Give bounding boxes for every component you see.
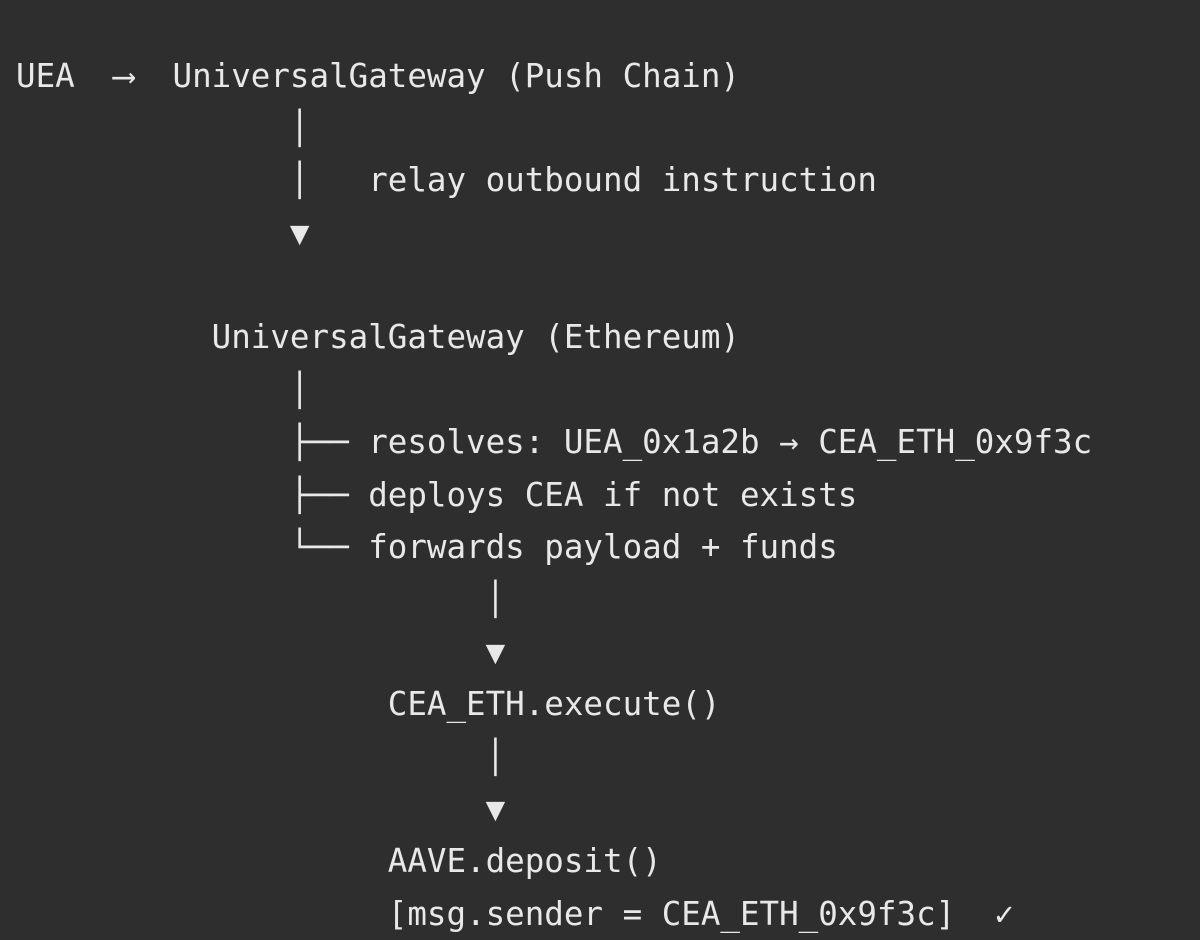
connector-arrowhead-3: ▼ xyxy=(16,789,506,828)
edge-label-relay-outbound: │ relay outbound instruction xyxy=(16,161,877,200)
branch-deploys: ├── deploys CEA if not exists xyxy=(16,475,858,514)
node-gateway-ethereum: UniversalGateway (Ethereum) xyxy=(16,318,740,357)
branch-resolves: ├── resolves: UEA_0x1a2b → CEA_ETH_0x9f3… xyxy=(16,423,1093,462)
ascii-flow-diagram: UEA ⟶ UniversalGateway (Push Chain) │ │ … xyxy=(0,32,1200,933)
node-msg-sender-assertion: [msg.sender = CEA_ETH_0x9f3c] ✓ xyxy=(16,894,1014,933)
spacer-1 xyxy=(16,259,1200,311)
connector-vertical-3: │ xyxy=(16,580,506,619)
connector-vertical-4: │ xyxy=(16,737,506,776)
branch-forwards: └── forwards payload + funds xyxy=(16,528,838,567)
connector-vertical-2: │ xyxy=(16,370,310,409)
node-uea-to-gateway-push-chain: UEA ⟶ UniversalGateway (Push Chain) xyxy=(16,56,740,95)
node-aave-deposit: AAVE.deposit() xyxy=(16,842,662,881)
node-cea-eth-execute: CEA_ETH.execute() xyxy=(16,685,721,724)
connector-arrowhead-2: ▼ xyxy=(16,632,506,671)
connector-arrowhead-1: ▼ xyxy=(16,213,310,252)
connector-vertical-1: │ xyxy=(16,108,310,147)
